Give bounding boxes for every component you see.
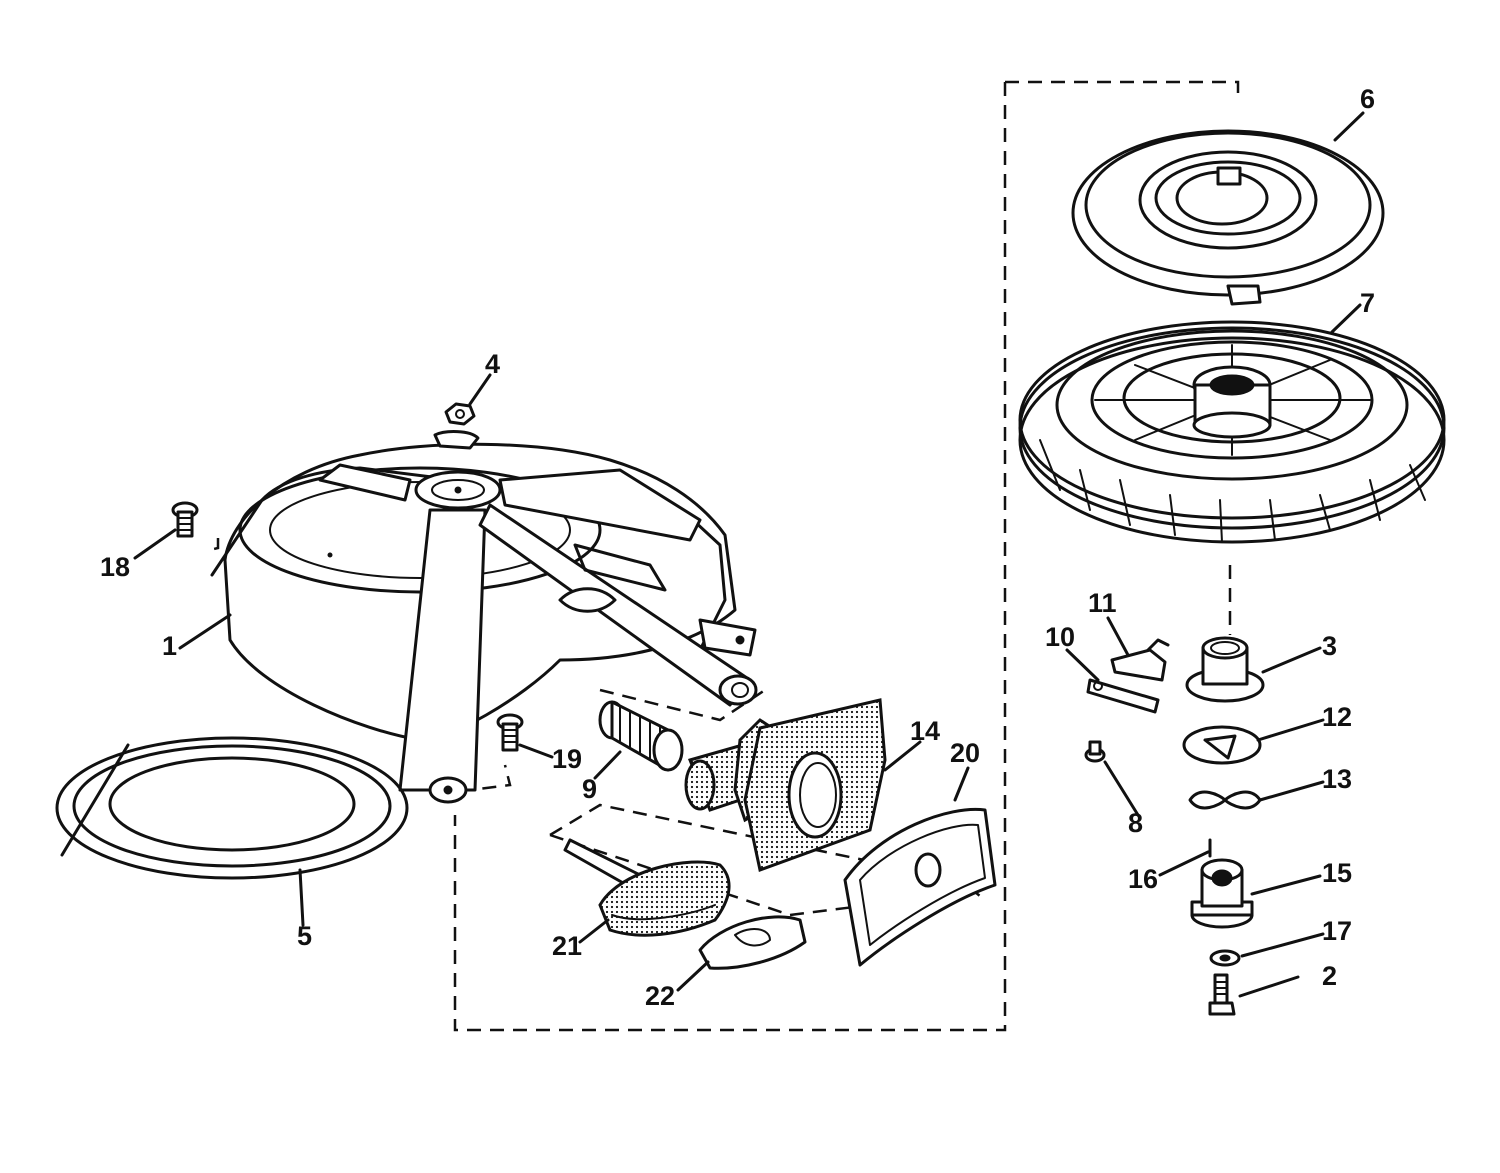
callout-part-16: 16 <box>1128 864 1158 894</box>
screw-part-19 <box>496 713 524 752</box>
callout-part-19: 19 <box>552 744 582 774</box>
callout-labels: 1 2 3 4 5 6 7 8 9 10 11 12 13 14 15 16 1… <box>100 84 1375 1011</box>
screw-part-2 <box>1208 973 1236 1016</box>
callout-part-3: 3 <box>1322 631 1337 661</box>
spring-part-13 <box>1188 790 1262 810</box>
washer-part-12 <box>1182 725 1262 765</box>
callout-part-13: 13 <box>1322 764 1352 794</box>
callout-part-10: 10 <box>1045 622 1075 652</box>
callout-part-2: 2 <box>1322 961 1337 991</box>
plate-part-20 <box>843 807 997 967</box>
callout-part-6: 6 <box>1360 84 1375 114</box>
callout-part-15: 15 <box>1322 858 1352 888</box>
washer-part-17 <box>1209 949 1241 967</box>
screw-part-8 <box>1084 740 1106 763</box>
nut-part-4 <box>444 402 476 426</box>
callout-part-22: 22 <box>645 981 675 1011</box>
starter-handle-part-21 <box>563 838 731 937</box>
callout-part-12: 12 <box>1322 702 1352 732</box>
callout-part-18: 18 <box>100 552 130 582</box>
pulley-hub-part-3 <box>1185 636 1265 703</box>
screw-part-18 <box>171 501 199 538</box>
pawl-retainer-part-15 <box>1190 858 1254 929</box>
callout-part-9: 9 <box>582 774 597 804</box>
callout-part-21: 21 <box>552 931 582 961</box>
callout-part-20: 20 <box>950 738 980 768</box>
callout-part-4: 4 <box>485 349 500 379</box>
rope-guide-bushing-part-9 <box>598 700 684 772</box>
pawl-link-part-10 <box>1086 678 1160 714</box>
pawl-part-11 <box>1110 638 1170 682</box>
handle-insert-part-22 <box>698 915 807 970</box>
rewind-pulley-part-7 <box>1018 320 1446 544</box>
callout-part-14: 14 <box>910 716 940 746</box>
callout-part-5: 5 <box>297 921 312 951</box>
spring-retainer-part-6 <box>1071 129 1385 306</box>
callout-part-7: 7 <box>1360 288 1375 318</box>
callout-part-11: 11 <box>1088 588 1117 618</box>
leader-lines <box>133 111 1365 998</box>
rewind-spring-part-5 <box>55 736 409 880</box>
rope-guide-part-14 <box>684 698 887 872</box>
callout-part-8: 8 <box>1128 808 1143 838</box>
callout-part-17: 17 <box>1322 916 1352 946</box>
starter-housing-part-1 <box>210 430 758 804</box>
callout-part-1: 1 <box>162 631 177 661</box>
